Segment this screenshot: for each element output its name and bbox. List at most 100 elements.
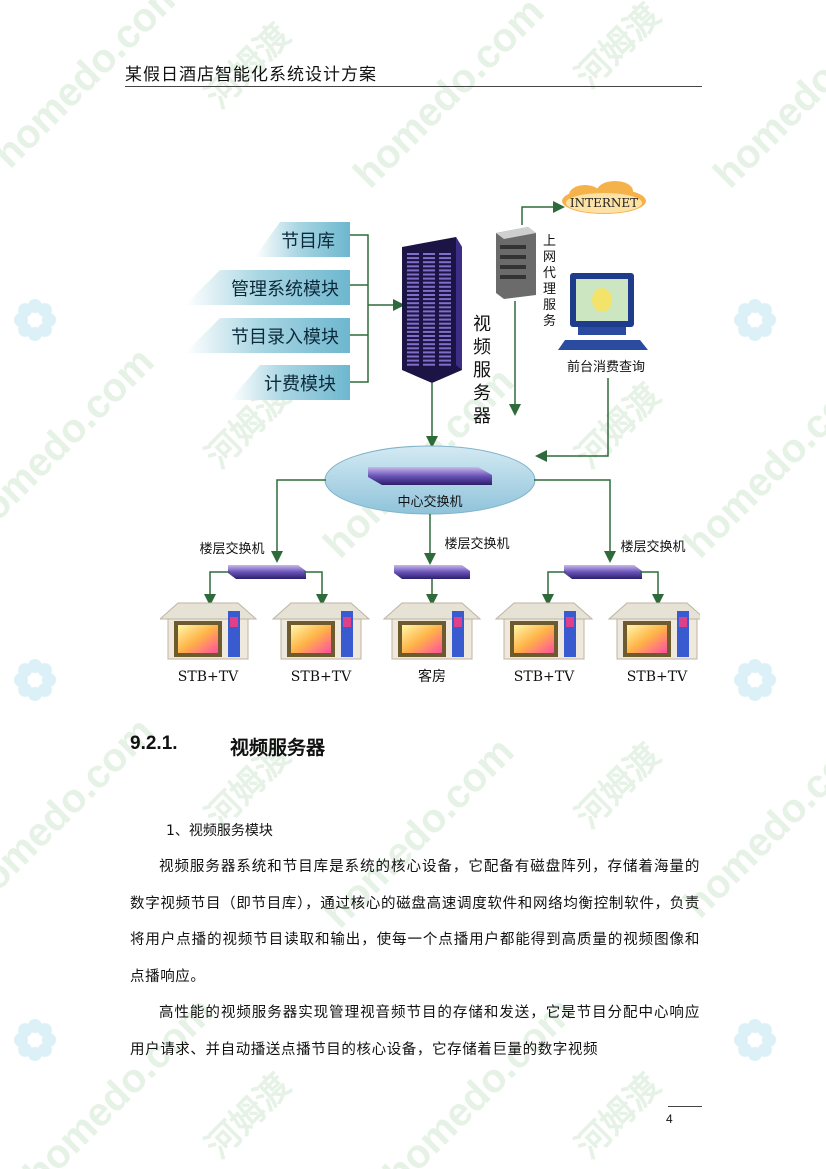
watermark-flower <box>748 1047 762 1061</box>
watermark-flower <box>14 673 28 687</box>
watermark-text: 河姆渡 <box>569 737 668 836</box>
watermark-flower <box>762 673 776 687</box>
watermark-flower <box>757 303 772 318</box>
room-tv-icon <box>382 602 482 660</box>
watermark-flower <box>28 1047 42 1061</box>
section-number: 9.2.1. <box>130 733 178 754</box>
watermark-flower <box>738 1023 753 1038</box>
watermark-flower <box>42 1033 56 1047</box>
module-list: 节目库 管理系统模块 节目录入模块 计费模块 <box>185 222 350 400</box>
watermark-flower <box>757 1042 772 1057</box>
center-switch-icon <box>324 445 536 515</box>
watermark-flower <box>734 673 748 687</box>
watermark-flower <box>748 659 762 673</box>
endpoint-label: 客房 <box>418 668 446 685</box>
room-tv-icon <box>160 602 258 660</box>
watermark-flower <box>738 682 753 697</box>
watermark-text: 河姆渡 <box>569 1067 668 1166</box>
room-tv-icon <box>271 602 371 660</box>
watermark-flower <box>748 299 762 313</box>
header-rule <box>125 86 702 87</box>
watermark-flower <box>18 322 33 337</box>
floor-switch-label: 楼层交换机 <box>199 541 264 557</box>
watermark-flower <box>28 327 42 341</box>
page-number-rule <box>668 1106 702 1107</box>
body-text: 视频服务器系统和节目库是系统的核心设备，它配备有磁盘阵列，存储着海量的数字视频节… <box>130 849 700 1068</box>
watermark-flower <box>18 1042 33 1057</box>
paragraph: 高性能的视频服务器实现管理视音频节目的存储和发送，它是节目分配中心响应用户请求、… <box>130 1005 700 1058</box>
watermark-flower <box>748 327 762 341</box>
watermark-flower <box>738 663 753 678</box>
watermark-flower <box>762 1033 776 1047</box>
watermark-flower <box>18 682 33 697</box>
watermark-flower <box>18 663 33 678</box>
watermark-flower <box>748 687 762 701</box>
watermark-text: homedo.com <box>0 339 162 546</box>
watermark-flower <box>748 1019 762 1033</box>
watermark-text: homedo.com <box>0 0 192 176</box>
module-label: 节目库 <box>281 231 335 252</box>
watermark-flower <box>734 313 748 327</box>
watermark-flower <box>18 303 33 318</box>
video-server-icon <box>402 237 462 383</box>
subheading: 1、视频服务模块 <box>166 823 273 839</box>
watermark-flower <box>757 682 772 697</box>
watermark-flower <box>37 682 52 697</box>
watermark-flower <box>42 673 56 687</box>
watermark-flower <box>37 1042 52 1057</box>
watermark-flower <box>37 303 52 318</box>
video-server-label: 视 频 服 务 器 <box>473 314 497 427</box>
watermark-text: homedo.com <box>345 0 552 196</box>
module-label: 节目录入模块 <box>231 327 339 348</box>
page-number: 4 <box>666 1112 673 1126</box>
watermark-flower <box>28 687 42 701</box>
floor-switch-icon <box>228 565 306 579</box>
paragraph: 视频服务器系统和节目库是系统的核心设备，它配备有磁盘阵列，存储着海量的数字视频节… <box>130 859 700 985</box>
watermark-flower <box>37 663 52 678</box>
endpoint-label: STB+TV <box>514 669 575 685</box>
watermark-flower <box>18 1023 33 1038</box>
network-diagram-svg: 节目库 管理系统模块 节目录入模块 计费模块 视 频 <box>160 181 700 685</box>
front-desk-label: 前台消费查询 <box>567 359 645 375</box>
section-title: 视频服务器 <box>230 737 326 759</box>
front-desk-computer-icon <box>558 273 648 350</box>
watermark-flower <box>42 313 56 327</box>
endpoint-label: STB+TV <box>178 669 239 685</box>
internet-cloud-icon <box>562 181 646 214</box>
header-title: 某假日酒店智能化系统设计方案 <box>125 65 377 85</box>
endpoint-label: STB+TV <box>627 669 688 685</box>
watermark-flower <box>757 1023 772 1038</box>
module-label: 计费模块 <box>264 374 336 395</box>
watermark-flower <box>757 322 772 337</box>
watermark-flower <box>28 299 42 313</box>
watermark-flower <box>738 1042 753 1057</box>
floor-switch-label: 楼层交换机 <box>444 536 509 552</box>
module-label: 管理系统模块 <box>231 279 339 300</box>
watermark-flower <box>28 659 42 673</box>
watermark-text: homedo.com <box>705 0 826 196</box>
watermark-flower <box>762 313 776 327</box>
watermark-flower <box>14 1033 28 1047</box>
module-connector <box>350 234 369 383</box>
watermark-flower <box>14 313 28 327</box>
watermark-text: 河姆渡 <box>199 1067 298 1166</box>
watermark-flower <box>28 1019 42 1033</box>
floor-switch-icon <box>394 565 470 579</box>
room-tv-icon <box>494 602 594 660</box>
floor-switch-label: 楼层交换机 <box>620 539 685 555</box>
watermark-flower <box>734 1033 748 1047</box>
endpoint-label: STB+TV <box>291 669 352 685</box>
network-diagram: 节目库 管理系统模块 节目录入模块 计费模块 视 频 <box>160 175 700 695</box>
watermark-flower <box>37 1023 52 1038</box>
proxy-server-label: 上 网 代 理 服 务 <box>543 234 560 329</box>
watermark-flower <box>738 322 753 337</box>
internet-label: INTERNET <box>570 196 638 210</box>
center-switch-label: 中心交换机 <box>397 494 462 510</box>
watermark-flower <box>738 303 753 318</box>
watermark-flower <box>37 322 52 337</box>
floor-switch-icon <box>564 565 642 579</box>
watermark-flower <box>757 663 772 678</box>
watermark-text: 河姆渡 <box>569 0 668 96</box>
proxy-server-icon <box>496 227 536 299</box>
